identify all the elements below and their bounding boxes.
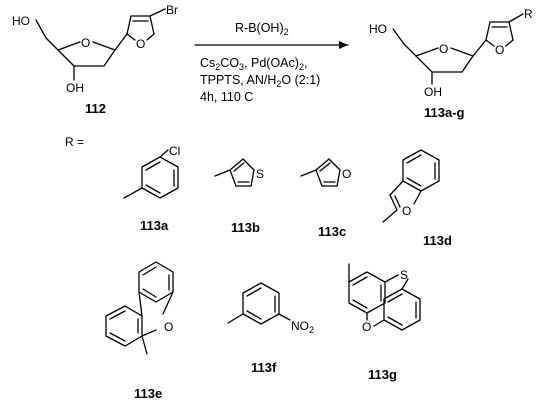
bromine: Br (166, 3, 178, 17)
structure-113b: S (214, 158, 264, 187)
compound-label-113e: 113e (134, 386, 162, 401)
conditions-line-3: 4h, 110 C (200, 90, 253, 104)
oh-group: OH (424, 85, 442, 99)
compound-label-113g: 113g (368, 367, 397, 382)
furan-oxygen: O (495, 43, 504, 57)
structure-113e: O (105, 261, 174, 355)
compound-label-113a: 113a (140, 218, 169, 233)
structure-113f: NO2 (227, 282, 314, 335)
chlorine: Cl (169, 144, 180, 158)
compound-label-113b: 113b (231, 220, 260, 235)
nitro-group: NO2 (291, 319, 314, 335)
structure-113d: O (382, 149, 440, 223)
reaction-arrow (194, 41, 349, 49)
starting-material-112: HO O OH O Br (12, 3, 178, 95)
furan-oxygen: O (342, 167, 351, 181)
compound-label-113d: 113d (423, 233, 452, 248)
r-group: R (524, 7, 533, 21)
phenoxathiin-oxygen: O (362, 320, 371, 334)
compound-label-113c: 113c (318, 224, 346, 239)
product-113a-g: HO O OH O R (369, 7, 533, 99)
compound-label-113a-g: 113a-g (424, 105, 465, 120)
conditions-line-2: TPPTS, AN/H2O (2:1) (200, 73, 320, 89)
structure-113c: O (300, 158, 351, 187)
sulfur: S (256, 167, 264, 181)
dibenzofuran-oxygen: O (164, 320, 173, 334)
r-heading: R = (65, 135, 84, 149)
compound-label-112: 112 (85, 101, 106, 116)
ho-group: HO (369, 22, 387, 36)
conditions-line-1: Cs2CO3, Pd(OAc)2, (200, 56, 307, 72)
benzofuran-oxygen: O (402, 204, 411, 218)
furan-oxygen: O (136, 37, 145, 51)
sulfur: S (400, 268, 408, 282)
ring-oxygen: O (81, 36, 90, 50)
structure-113a: Cl (123, 144, 180, 199)
structure-113g: S O (348, 263, 421, 334)
ho-group: HO (12, 14, 30, 28)
ring-oxygen: O (439, 42, 448, 56)
compound-label-113f: 113f (251, 360, 277, 375)
oh-group: OH (66, 81, 84, 95)
reagent-text: R-B(OH)2 (235, 21, 289, 37)
